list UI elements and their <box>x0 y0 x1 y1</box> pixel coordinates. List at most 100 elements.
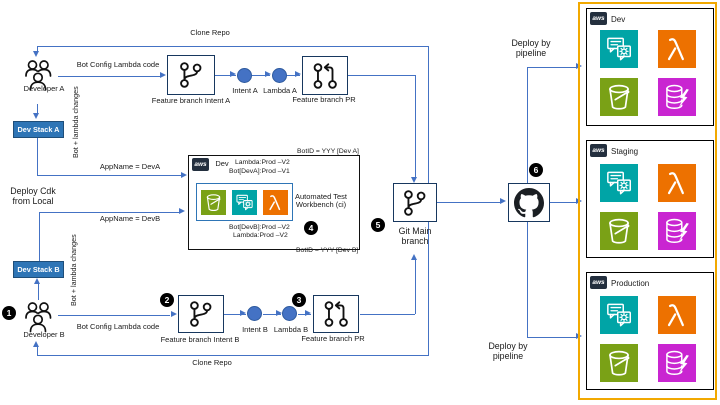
connector-line <box>36 175 181 177</box>
github-octocat-icon <box>514 188 544 218</box>
git-main-branch-box <box>393 183 437 222</box>
connector-line <box>58 314 170 316</box>
arrowhead <box>240 310 246 317</box>
connector-line <box>39 212 41 261</box>
aws-logo: aws <box>590 276 607 289</box>
botid-dev-a-label: BotID = YYY [Dev A] <box>297 148 359 155</box>
connector-line <box>428 46 430 183</box>
test-workbench-label-line2: Workbench (ci) <box>295 200 347 209</box>
intent-b-node <box>247 306 262 321</box>
connector-line <box>39 211 179 213</box>
env-dev-title: Dev <box>611 15 626 24</box>
connector-line <box>527 66 577 68</box>
step-badge-1: 1 <box>2 306 16 320</box>
feature-branch-pr-b-box <box>313 295 359 333</box>
step-badge-3: 3 <box>292 293 306 307</box>
connector-line <box>36 138 38 176</box>
local-stack-footer-line2: Lambda:Prod –V2 <box>233 231 288 239</box>
edge-label-deploy-pipeline-top: Deploy by pipeline <box>511 38 551 59</box>
lex-chatbot-icon <box>232 189 257 215</box>
arrowhead <box>33 340 40 347</box>
git-branch-icon <box>186 299 216 329</box>
connector-line <box>526 67 528 183</box>
step-badge-6: 6 <box>529 163 543 177</box>
arrowhead <box>294 71 301 78</box>
git-branch-icon <box>400 188 430 218</box>
database-cache-icon <box>658 212 696 250</box>
connector-line <box>37 355 429 357</box>
env-staging-title: Staging <box>611 147 639 156</box>
edge-label-clone-repo-top: Clone Repo <box>190 28 230 37</box>
lambda-a-label: Lambda A <box>263 86 297 95</box>
s3-bucket-icon <box>600 78 638 116</box>
arrowhead <box>264 71 271 78</box>
connector-clone-top <box>37 45 429 47</box>
connector-line <box>36 104 38 114</box>
arrowhead <box>33 51 40 57</box>
lex-chatbot-icon <box>600 296 638 334</box>
feature-branch-pr-a-box <box>302 56 348 95</box>
feature-branch-intent-b-label: Feature branch Intent B <box>160 335 240 344</box>
connector-line <box>437 201 500 203</box>
connector-line <box>414 75 416 177</box>
arrowhead <box>180 171 187 178</box>
arrowhead <box>178 208 185 215</box>
intent-b-label: Intent B <box>242 325 268 334</box>
aws-logo: aws <box>192 158 209 171</box>
arrowhead <box>411 176 418 183</box>
lambda-icon <box>263 189 288 215</box>
local-stack-footer-line1: Bot[DevB]:Prod –V2 <box>229 223 290 231</box>
aws-logo: aws <box>590 144 607 157</box>
database-cache-icon <box>658 78 696 116</box>
step-badge-4: 4 <box>304 221 318 235</box>
git-main-branch-label: Git Main branch <box>398 226 432 247</box>
connector-clone-bottom <box>428 222 430 356</box>
connector-line <box>263 313 281 315</box>
connector-line <box>215 74 236 76</box>
connector-line <box>224 313 246 315</box>
connector-line <box>298 313 311 315</box>
intent-a-node <box>237 68 252 83</box>
connector-line <box>36 347 38 356</box>
arrowhead <box>275 310 282 317</box>
developer-a-label: Developer A <box>23 84 65 93</box>
edge-label-clone-repo-bottom: Clone Repo <box>192 358 232 367</box>
s3-bucket-icon <box>201 189 226 215</box>
connector-line <box>37 284 39 300</box>
connector-line <box>348 74 415 76</box>
lambda-a-node <box>272 68 287 83</box>
connector-line <box>58 75 161 77</box>
arrowhead <box>33 113 40 119</box>
lex-chatbot-icon <box>600 164 638 202</box>
feature-branch-intent-b-box <box>178 295 224 333</box>
edge-label-bot-config-b: Bot Config Lambda code <box>76 322 160 331</box>
local-stack-title: Dev <box>215 159 229 168</box>
label-deploy-cdk-local: Deploy Cdk from Local <box>10 186 56 207</box>
intent-a-label: Intent A <box>232 86 258 95</box>
edge-label-bot-config-a: Bot Config Lambda code <box>76 60 160 69</box>
git-pull-request-icon <box>321 299 351 329</box>
connector-line <box>527 336 577 338</box>
s3-bucket-icon <box>600 344 638 382</box>
connector-line <box>287 74 300 76</box>
connector-line <box>252 74 270 76</box>
local-stack-header-line2: Bot[DevA]:Prod –V1 <box>229 167 290 175</box>
connector-line <box>414 260 416 314</box>
feature-branch-pr-a-label: Feature branch PR <box>292 95 356 104</box>
arrowhead <box>499 198 506 205</box>
arrowhead <box>170 311 177 318</box>
database-cache-icon <box>658 344 696 382</box>
botid-dev-b-label: BotID = YYY [Dev B] <box>296 247 359 254</box>
local-stack-header-line1: Lambda:Prod –V2 <box>235 159 290 166</box>
lambda-icon <box>658 164 696 202</box>
edge-label-appname-deva: AppName = DevA <box>99 162 161 171</box>
step-badge-5: 5 <box>371 218 385 232</box>
arrowhead <box>160 72 166 79</box>
lambda-b-node <box>282 306 297 321</box>
edge-label-appname-devb: AppName = DevB <box>99 214 161 223</box>
connector-line <box>526 222 528 337</box>
developer-b-label: Developer B <box>23 330 65 339</box>
arrowhead <box>305 310 311 317</box>
aws-logo: aws <box>590 12 607 25</box>
